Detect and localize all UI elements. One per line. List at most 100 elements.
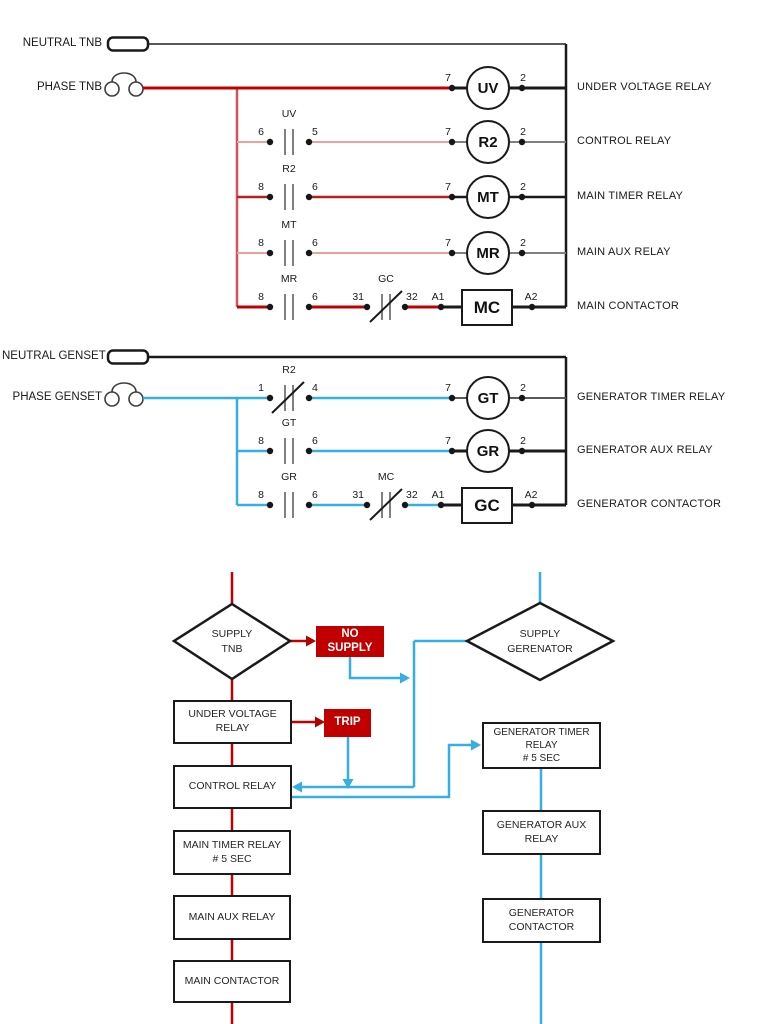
terminal-label: 6 [312,181,318,193]
contact-name: GC [378,273,394,285]
terminal-label: 31 [352,291,364,303]
row-description: CONTROL RELAY [577,135,672,147]
terminal-label: 8 [258,291,264,303]
coil-uv: UV [466,66,510,110]
breaker-icon-genset [104,382,144,407]
terminal-label: 2 [520,435,526,447]
flow-box-under-voltage-relay: UNDER VOLTAGE RELAY [173,700,292,744]
flow-box-generator-aux-relay: GENERATOR AUX RELAY [482,810,601,855]
arrowhead-join-bus [400,672,410,684]
terminal-label: 2 [520,237,526,249]
arrowhead-to-gen-timer [471,739,481,751]
flow-box-label: MAIN AUX RELAY [188,910,276,923]
terminal-label: 31 [352,489,364,501]
flow-box-label: RELAY [215,722,250,734]
row-description: MAIN CONTACTOR [577,300,680,312]
terminal-label: 7 [445,382,451,394]
contactor-gc: GC [461,487,513,524]
arrowhead-to-control-relay [292,781,302,793]
coil-gr: GR [466,429,510,473]
fuse-icon-tnb [106,36,150,52]
terminal-label: 7 [445,181,451,193]
terminal-label: 8 [258,489,264,501]
row-description: GENERATOR AUX RELAY [577,444,713,456]
nc-slash-r2 [271,381,305,414]
contact-name: GT [281,417,297,429]
phase-genset-label: PHASE GENSET [12,391,102,403]
alert-label: TRIP [334,716,361,729]
flow-box-label: # 5 SEC [522,753,561,764]
decision-label: SUPPLY [211,628,253,641]
contact-name: R2 [282,364,296,376]
decision-label: SUPPLY [519,628,561,641]
terminal-label: A1 [431,489,445,501]
flow-box-main-contactor: MAIN CONTACTOR [173,960,291,1003]
flow-box-main-aux-relay: MAIN AUX RELAY [173,895,291,940]
decision-supply-tnb: SUPPLY TNB [174,604,290,679]
terminal-label: 8 [258,435,264,447]
contact-name: UV [281,108,297,120]
flow-box-control-relay: CONTROL RELAY [173,765,292,809]
flow-box-label: CONTACTOR [508,920,575,933]
terminal-label: 7 [445,126,451,138]
alert-label: NO [341,627,359,640]
flow-box-label: RELAY [525,740,558,751]
flow-box-label: CONTROL RELAY [188,780,277,793]
contact-name: MR [280,273,298,285]
contact-name: MT [281,219,297,231]
terminal-label: 7 [445,237,451,249]
arrowhead-to-no-supply [306,635,316,647]
flow-box-generator-timer-relay: GENERATOR TIMER RELAY # 5 SEC [482,722,601,769]
flow-box-label: GENERATOR AUX [496,818,587,831]
decision-label: GERENATOR [507,642,573,655]
coil-r2: R2 [466,120,510,164]
decision-supply-generator: SUPPLY GERENATOR [467,603,613,680]
diamond-supply-tnb [171,602,293,681]
nc-slash-gc [369,290,403,323]
neutral-tnb-label: NEUTRAL TNB [22,37,102,49]
terminal-label: 4 [312,382,318,394]
diamond-supply-generator [464,601,616,682]
terminal-label: 6 [312,435,318,447]
row-description: GENERATOR TIMER RELAY [577,391,726,403]
row-description: MAIN AUX RELAY [577,246,671,258]
row-description: GENERATOR CONTACTOR [577,498,722,510]
neutral-genset-label: NEUTRAL GENSET [2,350,106,362]
flow-box-label: # 5 SEC [212,852,252,865]
flow-box-label: GENERATOR TIMER [493,727,590,738]
coil-gt: GT [466,376,510,420]
terminal-label: 7 [445,435,451,447]
terminal-label: 6 [312,489,318,501]
arrowhead-to-trip [315,716,325,728]
terminal-label: 2 [520,181,526,193]
terminal-label: 8 [258,181,264,193]
decision-label: TNB [221,642,243,655]
contact-name: MC [377,471,395,483]
breaker-icon-tnb [104,72,144,97]
terminal-label: A2 [524,489,538,501]
flow-box-label: RELAY [524,832,559,845]
terminal-label: 32 [406,291,418,303]
terminal-label: 6 [312,291,318,303]
terminal-label: A2 [524,291,538,303]
contactor-mc: MC [461,289,513,326]
terminal-label: 5 [312,126,318,138]
terminal-label: A1 [431,291,445,303]
terminal-label: 2 [520,382,526,394]
terminal-label: 7 [445,72,451,84]
terminal-label: 6 [258,126,264,138]
terminal-label: 2 [520,72,526,84]
flowchart-wires [171,572,616,1024]
contact-name: R2 [282,163,296,175]
flow-box-label: UNDER VOLTAGE [188,708,277,721]
terminal-label: 8 [258,237,264,249]
nc-slash-mc [369,488,403,521]
row-description: MAIN TIMER RELAY [577,190,684,202]
fuse-icon-genset [106,349,150,365]
tnb-terminal-dots [266,84,536,311]
row-description: UNDER VOLTAGE RELAY [577,81,712,93]
coil-mt: MT [466,175,510,219]
arrowhead-trip-down [342,779,354,789]
alert-trip: TRIP [324,709,371,737]
terminal-label: 32 [406,489,418,501]
